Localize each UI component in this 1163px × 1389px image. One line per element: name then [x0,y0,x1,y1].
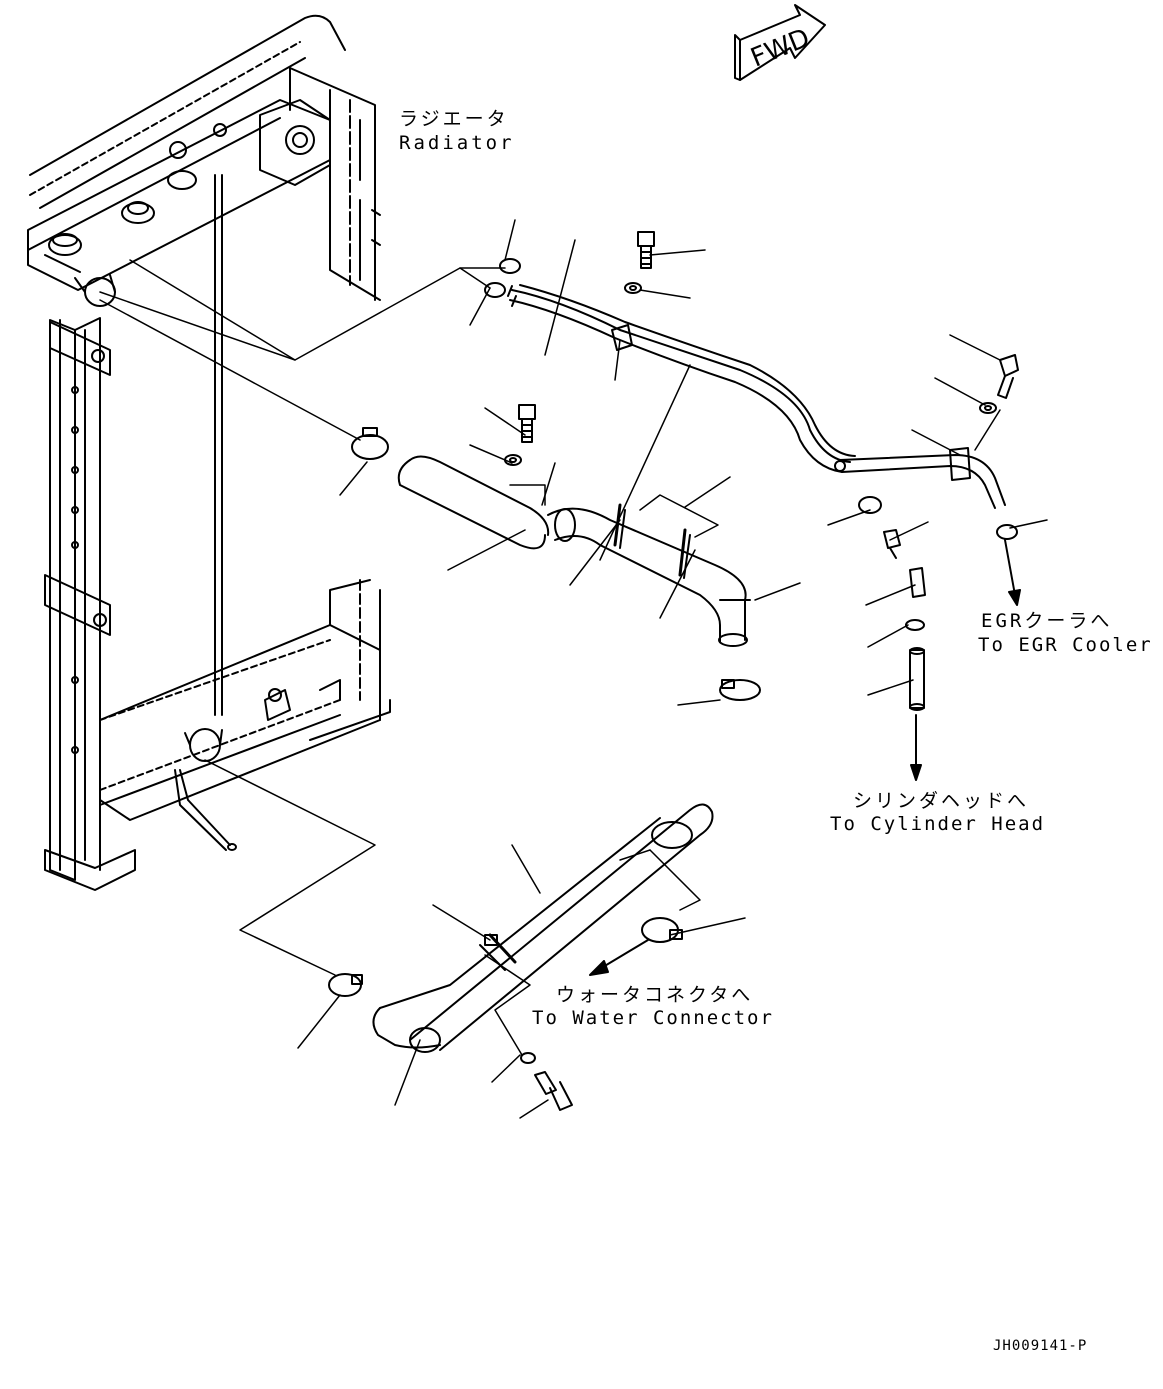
bolts-and-washers [484,231,1019,1111]
direction-arrows [589,539,1021,976]
radiator-label-en: Radiator [399,132,515,154]
fwd-arrow-icon: FWD [734,4,826,81]
cylinder-head-label-en: To Cylinder Head [830,813,1046,835]
middle-hose [397,455,751,647]
egr-cooler-label-jp: EGRクーラへ [981,610,1113,632]
egr-hose-assembly [507,284,1006,509]
radiator-assembly [27,14,391,891]
radiator-label-jp: ラジエータ [399,108,509,130]
egr-cooler-label-en: To EGR Cooler [978,634,1153,656]
reference-leader-lines [99,219,1048,1119]
water-connector-label-jp: ウォータコネクタへ [556,984,754,1006]
water-connector-label-en: To Water Connector [532,1007,774,1029]
cylinder-head-label-jp: シリンダヘッドへ [853,790,1030,812]
drawing-code: JH009141-P [993,1338,1088,1354]
water-connector-pipe [372,803,714,1053]
fwd-text: FWD [747,23,815,74]
cylinder-head-fittings [883,529,926,711]
hose-clamps [328,427,761,997]
